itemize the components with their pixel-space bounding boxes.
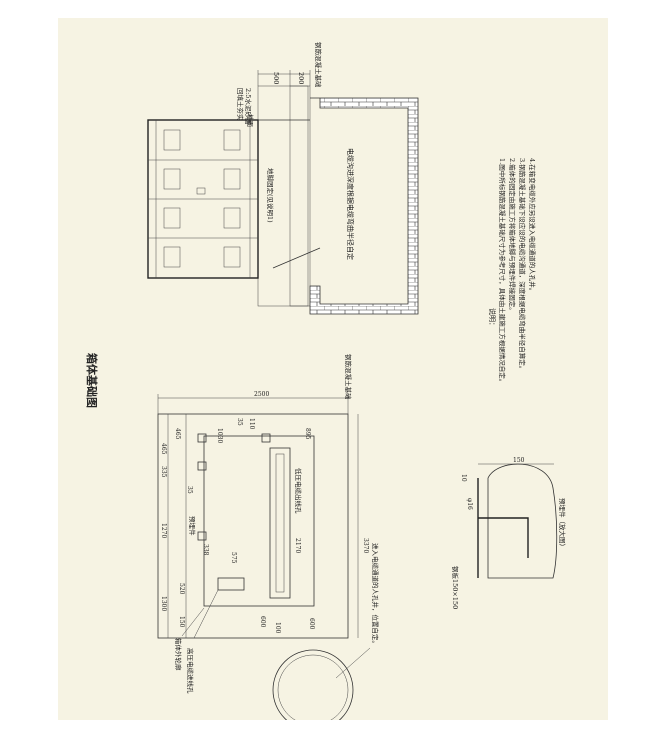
- cable-trench-brick: [309, 97, 419, 315]
- dim-575: 575: [230, 552, 237, 564]
- label-gravel: 2:5水泥砂面: [244, 88, 253, 125]
- soil-hatch: [257, 85, 311, 307]
- hv-cable-hole: [217, 577, 245, 591]
- detail-dim-phi16: φ16: [466, 498, 473, 510]
- dim-520: 520: [178, 583, 185, 595]
- plan-title: 箱体基础图: [85, 353, 99, 408]
- dim-35a: 35: [236, 418, 243, 426]
- notes-heading: 说明：: [488, 308, 497, 329]
- dim-338: 338: [202, 544, 209, 556]
- dim-3370: 3370: [362, 538, 369, 553]
- cabinet-vents: [163, 129, 241, 268]
- note-3: 3.钢筋混凝土基础下设应设的电缆沟通道，深度根据电缆弯曲半径自算定。: [518, 158, 527, 372]
- dim-2170: 2170: [294, 538, 301, 553]
- drawing-sheet: 500 200 回填土夯实 2:5水泥砂面 钢筋混凝土基础 地面 地脚固定(见说…: [58, 18, 608, 720]
- dim-600b: 600: [308, 618, 315, 630]
- dim-200: 200: [297, 72, 305, 84]
- dim-35b: 35: [186, 486, 193, 494]
- label-hv-cable-hole: 高压电缆进线孔: [186, 648, 195, 694]
- dim-335: 335: [160, 466, 167, 478]
- foundation-drawing: 500 200 回填土夯实 2:5水泥砂面 钢筋混凝土基础 地面 地脚固定(见说…: [85, 42, 567, 720]
- dim-465b: 465: [160, 443, 167, 455]
- dim-2500: 2500: [254, 391, 269, 398]
- label-ground: 地面: [246, 114, 255, 128]
- label-concrete-base: 钢筋混凝土基础: [314, 42, 323, 88]
- concrete-wall-hatch: [289, 85, 309, 307]
- anchor-bar: [478, 517, 529, 558]
- label-anchor-note: 地脚固定(见说明1): [266, 168, 275, 223]
- label-plan-concrete: 钢筋混凝土基础: [344, 354, 353, 400]
- dim-500: 500: [272, 72, 280, 84]
- manhole-circle: [272, 649, 354, 720]
- label-outline: 箱体外轮廓: [174, 638, 183, 671]
- label-steel-plate: 钢板150×150: [451, 566, 460, 609]
- dim-1300: 1300: [160, 596, 167, 611]
- embedded-part-1: [197, 433, 207, 443]
- notes: 说明： 1.图中所标钢筋混凝土基础尺寸为参考尺寸，具体由土建施工方根据情况自定。…: [488, 158, 537, 385]
- dim-1270: 1270: [160, 523, 167, 538]
- dim-150: 150: [178, 616, 185, 628]
- detail-dim-150: 150: [513, 457, 525, 464]
- label-embedded-part: 预埋件: [188, 516, 197, 536]
- embedded-part-detail: 150 10 φ16 钢板150×150 预埋件（放大图）: [451, 457, 567, 609]
- detail-dim-10: 10: [460, 474, 467, 482]
- dim-600a: 600: [259, 616, 266, 628]
- label-backfill: 回填土夯实: [236, 88, 245, 121]
- dim-100: 100: [274, 622, 281, 634]
- label-manhole: 进入电缆通道的人孔井，位置自定。: [371, 543, 380, 647]
- note-2: 2.箱体的固定由施工方将箱体地脚与预埋件焊接固定。: [508, 158, 517, 314]
- note-4: 4.在箱变电缆外应另设进入电缆通道的人孔井。: [528, 158, 537, 294]
- dim-110: 110: [248, 418, 255, 430]
- cable-bend: [272, 247, 321, 269]
- dim-895: 895: [304, 428, 311, 440]
- detail-concrete: [487, 463, 558, 579]
- concrete-outline: [157, 413, 349, 639]
- cabinet-outline: [203, 435, 315, 607]
- detail-caption: 预埋件（放大图）: [558, 498, 567, 550]
- lv-cable-slot: [269, 447, 291, 599]
- plan-view: 箱体基础图 2500 465 1030 895 110 35 465 335 1…: [85, 353, 380, 720]
- dim-1030: 1030: [216, 428, 223, 443]
- label-cable-note: 电缆沟进深度根据电缆弯曲半径自定: [346, 148, 355, 260]
- dim-465a: 465: [174, 428, 181, 440]
- section-view: 500 200 回填土夯实 2:5水泥砂面 钢筋混凝土基础 地面 地脚固定(见说…: [147, 42, 419, 315]
- label-lv-cable-hole: 低压电缆出线孔: [294, 468, 303, 514]
- embedded-part-2: [197, 531, 207, 541]
- note-1: 1.图中所标钢筋混凝土基础尺寸为参考尺寸，具体由土建施工方根据情况自定。: [498, 158, 507, 385]
